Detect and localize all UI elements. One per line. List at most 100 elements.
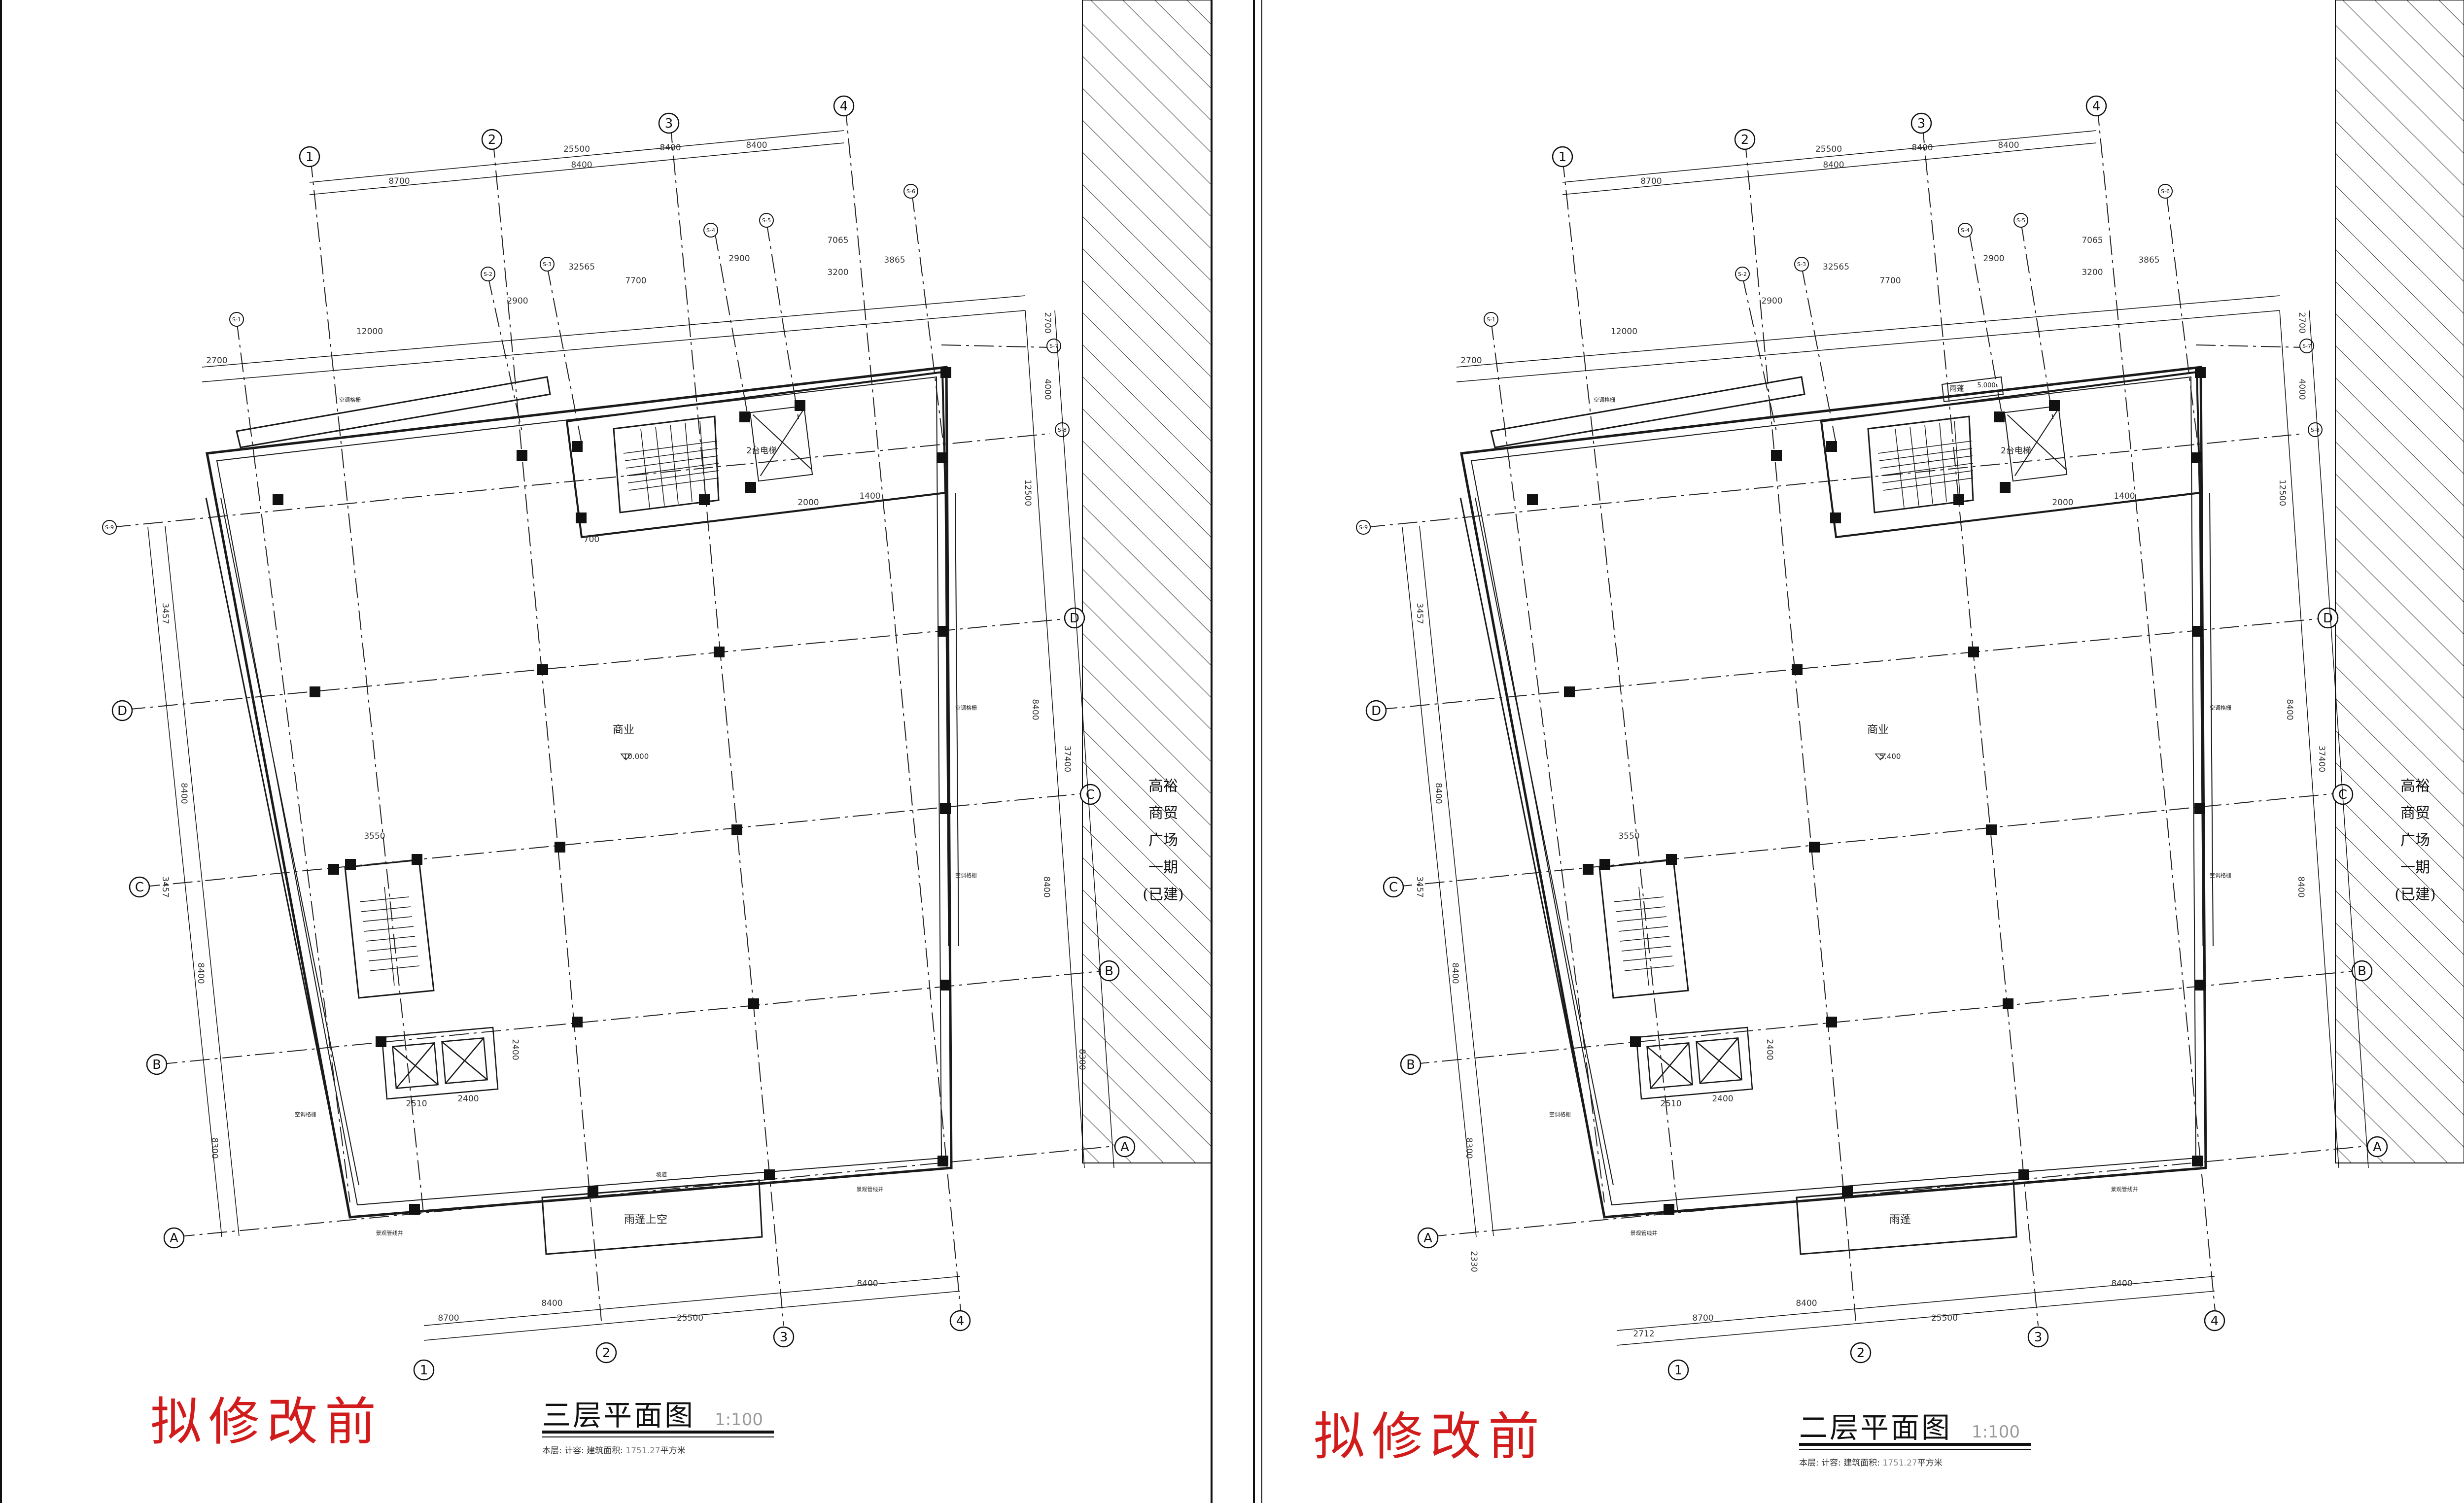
neighbor-building-label: 高裕 商贸 广场 一期 (已建) [1143, 778, 1183, 903]
level-mark: 10.000 [623, 752, 649, 761]
svg-text:B: B [2358, 964, 2366, 979]
svg-text:A: A [1423, 1231, 1432, 1246]
svg-text:S-7: S-7 [2302, 343, 2311, 349]
svg-text:7065: 7065 [2082, 236, 2103, 245]
svg-text:25500: 25500 [677, 1313, 703, 1323]
svg-text:37400: 37400 [2317, 746, 2326, 772]
axis-label-c-right: C [1086, 787, 1095, 802]
grid-lines [1365, 105, 2371, 1326]
svg-text:25500: 25500 [563, 144, 590, 154]
svg-text:2712: 2712 [1633, 1329, 1654, 1339]
svg-text:8700: 8700 [1640, 176, 1662, 186]
svg-text:3550: 3550 [1618, 831, 1639, 841]
svg-text:8700: 8700 [388, 176, 410, 186]
svg-text:3550: 3550 [364, 831, 385, 841]
svg-text:S-6: S-6 [2161, 188, 2170, 195]
svg-text:700: 700 [584, 535, 599, 545]
svg-text:景观管线井: 景观管线井 [376, 1230, 403, 1236]
svg-text:3457: 3457 [1415, 876, 1424, 897]
svg-text:S-2: S-2 [484, 271, 492, 277]
axis-label-1-bottom: 1 [420, 1363, 428, 1378]
svg-text:8400: 8400 [2111, 1279, 2132, 1289]
svg-text:3457: 3457 [160, 876, 170, 897]
svg-text:S-8: S-8 [1058, 427, 1067, 433]
svg-text:3865: 3865 [884, 255, 905, 265]
svg-text:4000: 4000 [1042, 378, 1052, 400]
drawing-scale: 1:100 [715, 1410, 763, 1430]
svg-text:8400: 8400 [541, 1298, 562, 1308]
elevator-label: 2台电梯 [2001, 446, 2031, 456]
elevator-label: 2台电梯 [746, 446, 777, 456]
north-stair [1867, 415, 1974, 513]
axis-labels: 1 2 3 4 1 2 3 4 D C B A D C B A [1371, 99, 2382, 1378]
revision-stamp: 拟修改前 [150, 1392, 383, 1452]
svg-text:空调格栅: 空调格栅 [1594, 396, 1615, 403]
svg-text:3: 3 [1917, 116, 1926, 131]
svg-text:空调格栅: 空调格栅 [295, 1111, 316, 1118]
svg-text:12500: 12500 [2277, 479, 2287, 506]
axis-label-4-bottom: 4 [956, 1314, 965, 1329]
svg-text:3200: 3200 [2082, 268, 2103, 277]
svg-text:25500: 25500 [1815, 144, 1842, 154]
svg-text:S-9: S-9 [105, 524, 114, 531]
axis-label-a: A [170, 1231, 178, 1246]
dimension-texts: 25500 8400 8700 8400 8400 32565 12000 29… [206, 140, 905, 1323]
svg-text:2000: 2000 [798, 498, 819, 508]
svg-text:C: C [1389, 880, 1398, 895]
svg-text:8300: 8300 [209, 1137, 219, 1159]
svg-text:8400: 8400 [196, 962, 206, 984]
canopy-top-label: 雨蓬 [1949, 384, 1964, 393]
axis-labels: 1 2 3 4 1 2 3 4 D C B A D C B A [117, 99, 1129, 1378]
svg-text:7700: 7700 [1879, 276, 1901, 286]
svg-text:8700: 8700 [1692, 1313, 1713, 1323]
canopy-top-level: 5.000 [1977, 382, 1995, 389]
svg-text:商贸: 商贸 [2400, 805, 2430, 822]
southwest-elevators [381, 1026, 499, 1100]
svg-text:S-8: S-8 [2311, 427, 2320, 433]
svg-text:2510: 2510 [406, 1099, 427, 1109]
axis-label-b: B [152, 1058, 161, 1072]
svg-text:8400: 8400 [1041, 876, 1051, 897]
canopy-label: 雨蓬上空 [624, 1214, 667, 1226]
svg-text:4: 4 [2092, 99, 2101, 114]
dimension-lines [1402, 130, 2369, 1346]
area-note: 本层: 计容: 建筑面积: 1751.27平方米 [542, 1446, 686, 1456]
svg-text:景观管线井: 景观管线井 [1631, 1230, 1658, 1236]
svg-text:2: 2 [1857, 1346, 1865, 1361]
svg-text:景观管线井: 景观管线井 [857, 1186, 884, 1193]
svg-text:7065: 7065 [827, 236, 848, 245]
room-label: 商业 [1867, 724, 1889, 736]
svg-text:4: 4 [2211, 1314, 2219, 1329]
southwest-stair [344, 859, 435, 999]
drawing-sheet-second-floor: 1 2 3 4 1 2 3 4 D C B A D C B A S-1 S-2 [1252, 0, 2464, 1503]
svg-text:(已建): (已建) [1143, 886, 1183, 903]
svg-text:2700: 2700 [2297, 312, 2307, 333]
svg-text:一期: 一期 [1148, 859, 1178, 876]
structural-columns [1527, 367, 2206, 1215]
axis-bubbles [111, 95, 1136, 1381]
canopy-label: 雨蓬 [1889, 1214, 1911, 1226]
building-outline [1460, 366, 2207, 1219]
svg-text:2400: 2400 [510, 1039, 520, 1060]
svg-text:25500: 25500 [1931, 1313, 1958, 1323]
svg-text:8300: 8300 [1464, 1137, 1474, 1159]
north-elevator [749, 405, 813, 482]
axis-label-2-bottom: 2 [602, 1346, 611, 1361]
axis-label-1: 1 [306, 150, 314, 165]
area-note: 本层: 计容: 建筑面积: 1751.27平方米 [1799, 1458, 1943, 1468]
axis-label-4: 4 [840, 99, 848, 114]
svg-text:S-4: S-4 [706, 227, 715, 234]
svg-text:32565: 32565 [568, 262, 595, 272]
svg-text:4000: 4000 [2297, 378, 2307, 400]
svg-text:S-4: S-4 [1961, 227, 1970, 234]
axis-label-a-right: A [1120, 1140, 1129, 1155]
axis-label-2: 2 [488, 133, 496, 147]
svg-text:8400: 8400 [1450, 962, 1460, 984]
svg-text:1400: 1400 [859, 491, 880, 501]
svg-text:3457: 3457 [160, 603, 170, 624]
svg-text:1: 1 [1559, 150, 1567, 165]
dimension-lines [147, 130, 1114, 1341]
svg-text:37400: 37400 [1062, 746, 1072, 772]
